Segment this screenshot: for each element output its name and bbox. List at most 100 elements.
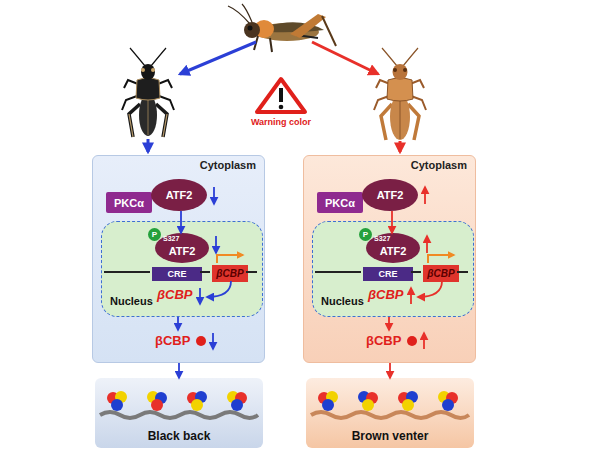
mrna-label: βCBP bbox=[368, 287, 404, 302]
locust-head bbox=[141, 64, 155, 80]
blue-arrow bbox=[147, 139, 150, 152]
hind-leg bbox=[290, 14, 326, 38]
hind-leg bbox=[408, 104, 419, 140]
leg bbox=[374, 96, 389, 110]
antenna bbox=[130, 48, 145, 66]
wing-line bbox=[148, 100, 149, 135]
red-arrow bbox=[312, 42, 378, 74]
kinase-box: PKCα bbox=[317, 192, 363, 213]
locust-wings bbox=[390, 94, 410, 140]
locust-eye bbox=[141, 68, 145, 72]
leg bbox=[270, 38, 272, 52]
mrna-label: βCBP bbox=[157, 287, 193, 302]
leg-marking bbox=[163, 114, 167, 137]
phenotype-box: Black back bbox=[95, 378, 263, 448]
ellipse-shape bbox=[148, 228, 161, 241]
grasshopper-eye bbox=[248, 26, 253, 31]
flow-arrow bbox=[389, 363, 391, 378]
node-text: ATF2 bbox=[377, 189, 404, 201]
leg bbox=[159, 96, 174, 110]
node-text: Nucleus bbox=[110, 295, 153, 307]
locust-wings bbox=[139, 94, 157, 136]
protein-label: βCBP bbox=[155, 333, 190, 348]
antenna bbox=[151, 48, 166, 66]
ellipse-shape bbox=[366, 233, 420, 263]
protein-label: βCBP bbox=[366, 333, 401, 348]
kinase-box: PKCα bbox=[106, 192, 152, 213]
ellipse-shape bbox=[359, 228, 372, 241]
antenna bbox=[403, 48, 418, 66]
node-text: ATF2 bbox=[166, 189, 193, 201]
leg bbox=[122, 96, 137, 110]
node-text: Cytoplasm bbox=[411, 159, 467, 171]
hind-tibia bbox=[322, 16, 336, 46]
grasshopper-pronotum bbox=[254, 20, 274, 38]
blue-arrow bbox=[180, 42, 256, 74]
node-text: Brown venter bbox=[306, 429, 474, 443]
protein-ellipse: S327ATF2 bbox=[155, 233, 209, 263]
leg bbox=[376, 80, 390, 88]
warning-triangle bbox=[257, 79, 305, 112]
node-text: S327 bbox=[163, 235, 179, 242]
phenotype-box: Brown venter bbox=[306, 378, 474, 448]
node-text: S327 bbox=[374, 235, 390, 242]
hind-leg bbox=[156, 104, 167, 137]
promoter-box: CRE bbox=[152, 267, 202, 281]
node-text: P bbox=[152, 230, 157, 239]
hind-leg bbox=[381, 104, 392, 140]
nucleus-box: NucleusPS327ATF2CREβCBP bbox=[101, 221, 263, 317]
wing-line bbox=[400, 100, 401, 139]
node-text: Black back bbox=[95, 429, 263, 443]
stripe bbox=[296, 35, 318, 38]
node-text: PKCα bbox=[114, 197, 144, 209]
cytoplasm-panel: CytoplasmPKCαATF2NucleusPS327ATF2CREβCBP bbox=[303, 155, 476, 363]
phospho-circle: P bbox=[359, 228, 372, 241]
flow-arrow bbox=[178, 363, 180, 378]
leg bbox=[124, 80, 138, 88]
leg-marking bbox=[129, 114, 133, 137]
grasshopper-body bbox=[255, 23, 319, 41]
locust-pronotum bbox=[387, 78, 413, 101]
leg bbox=[254, 36, 258, 50]
exclamation-dot bbox=[279, 105, 284, 110]
grasshopper-head bbox=[244, 22, 260, 38]
protein-ellipse: ATF2 bbox=[151, 179, 207, 211]
leg bbox=[158, 80, 172, 88]
leg bbox=[411, 96, 426, 110]
node-text: βCBP bbox=[216, 268, 243, 279]
antenna bbox=[228, 6, 250, 24]
locust-eye bbox=[403, 68, 407, 72]
node-text: PKCα bbox=[325, 197, 355, 209]
nucleus-box: Nucleus P S327ATF2CRE βCBP bbox=[312, 221, 474, 317]
phospho-circle: P bbox=[148, 228, 161, 241]
ellipse-shape bbox=[362, 179, 418, 211]
node-text: P bbox=[363, 230, 368, 239]
node-text: Nucleus bbox=[321, 295, 364, 307]
node-text: CRE bbox=[167, 269, 186, 279]
red-arrow bbox=[399, 141, 402, 152]
ellipse-shape bbox=[155, 233, 209, 263]
protein-ellipse: ATF2 bbox=[362, 179, 418, 211]
hind-leg bbox=[129, 104, 140, 137]
exclamation-bar bbox=[279, 88, 283, 102]
grasshopper-wing bbox=[268, 22, 324, 32]
locust-eye bbox=[151, 68, 155, 72]
cytoplasm-panel: CytoplasmPKCαATF2NucleusPS327ATF2CREβCBP bbox=[92, 155, 265, 363]
node-text: βCBP bbox=[427, 268, 454, 279]
gene-box: βCBP bbox=[212, 265, 248, 282]
promoter-box: CRE bbox=[363, 267, 413, 281]
antenna bbox=[242, 4, 252, 22]
ellipse-shape bbox=[151, 179, 207, 211]
warning-label: Warning color bbox=[231, 117, 331, 127]
gene-box: βCBP bbox=[423, 265, 459, 282]
node-text: ATF2 bbox=[169, 245, 196, 257]
node-text: CRE bbox=[378, 269, 397, 279]
node-text: Cytoplasm bbox=[200, 159, 256, 171]
locust-head bbox=[393, 64, 408, 80]
node-text: ATF2 bbox=[380, 245, 407, 257]
antenna bbox=[382, 48, 397, 66]
